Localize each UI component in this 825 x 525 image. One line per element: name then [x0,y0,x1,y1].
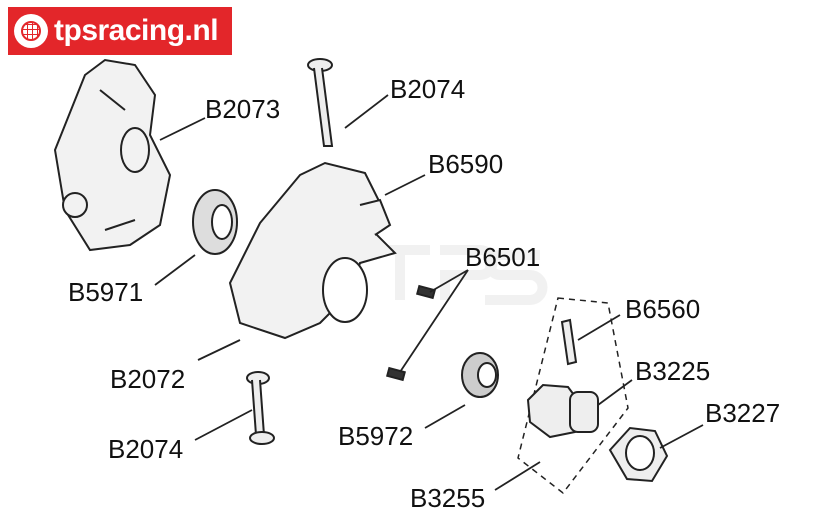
part-b2074-pin-bottom [246,371,275,445]
label-b6501: B6501 [465,242,541,272]
part-b3225-hex [526,383,599,439]
part-b5971-bearing [192,189,238,255]
label-b6590: B6590 [428,149,504,179]
label-b3225: B3225 [635,356,711,386]
label-b6560: B6560 [625,294,701,324]
part-b6501-screws [386,284,436,382]
tpsracing-logo[interactable]: tpsracing.nl [8,7,232,55]
part-b6590-b2072-carrier [228,161,397,340]
label-b5972: B5972 [338,421,414,451]
globe-icon [14,14,48,48]
leader-lines [154,94,704,491]
label-b2074-bottom: B2074 [108,434,184,464]
label-b3227: B3227 [705,398,781,428]
label-b3255: B3255 [410,483,486,513]
label-b2073: B2073 [205,94,281,124]
part-b6560-pin [560,318,578,366]
tps-watermark [370,245,548,305]
label-b2074-top: B2074 [390,74,466,104]
part-b5972-bearing [461,352,499,398]
label-b2072: B2072 [110,364,186,394]
b3255-group-outline [517,297,629,495]
part-b2073-knuckle [53,58,172,252]
logo-text: tpsracing.nl [54,14,219,47]
part-b3227-nut [608,426,669,483]
label-b5971: B5971 [68,277,144,307]
part-b2074-pin-top [307,58,334,147]
